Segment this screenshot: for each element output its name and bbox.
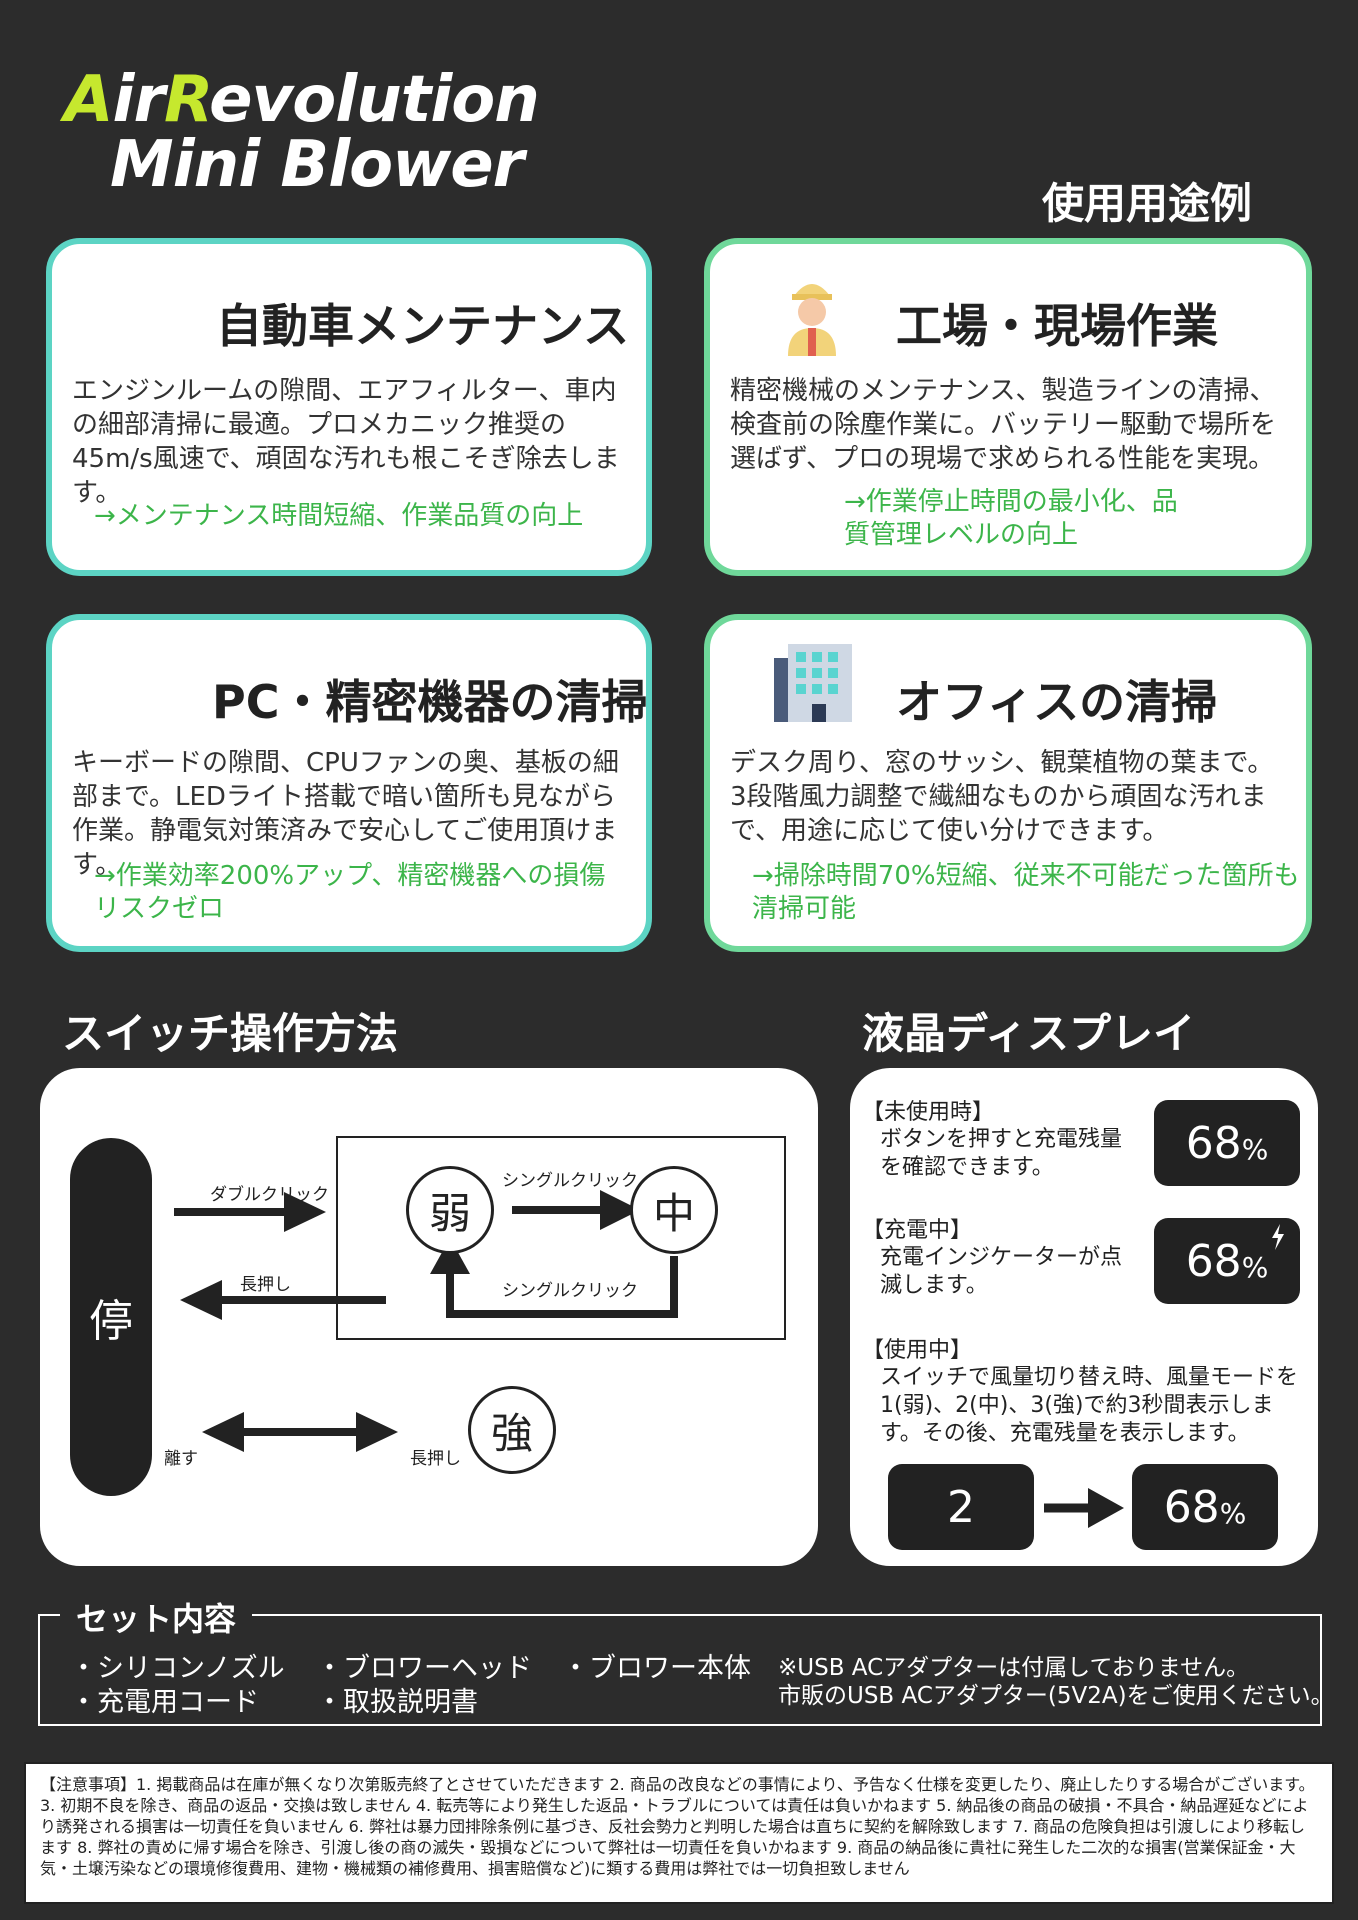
switch-arrows bbox=[174, 1190, 678, 1452]
lcd-value: 68 bbox=[1185, 1235, 1242, 1287]
card-factory-work: 工場・現場作業 精密機械のメンテナンス、製造ラインの清掃、検査前の除塵作業に。バ… bbox=[704, 238, 1312, 576]
lcd-percent: % bbox=[1241, 1132, 1269, 1166]
card-pc-cleaning: PC・精密機器の清掃 キーボードの隙間、CPUファンの奥、基板の細部まで。LED… bbox=[46, 614, 652, 952]
label-long-press-stop: 長押し bbox=[240, 1275, 291, 1295]
card-description: エンジンルームの隙間、エアフィルター、車内の細部清掃に最適。プロメカニック推奨の… bbox=[72, 376, 620, 508]
notice-terms: 【注意事項】1. 掲載商品は在庫が無くなり次第販売終了とさせていただきます 2.… bbox=[24, 1762, 1334, 1904]
mode-mid-node: 中 bbox=[630, 1166, 718, 1254]
brand-logo: AirRevolution Mini Blower bbox=[64, 68, 540, 202]
lcd-value: 68 bbox=[1163, 1481, 1220, 1533]
logo-letters-ir: ir bbox=[112, 63, 165, 137]
lcd-heading: 液晶ディスプレイ bbox=[862, 1009, 1196, 1058]
stop-pill: 停 bbox=[70, 1138, 152, 1496]
card-benefit: →メンテナンス時間短縮、作業品質の向上 bbox=[94, 501, 584, 531]
lcd-unused-text: ボタンを押すと充電残量を確認できます。 bbox=[880, 1127, 1123, 1180]
card-title: オフィスの清掃 bbox=[896, 675, 1218, 729]
mode-cycle-box bbox=[336, 1136, 786, 1340]
lcd-panel: 【未使用時】 ボタンを押すと充電残量を確認できます。 68% 【充電中】 充電イ… bbox=[850, 1068, 1318, 1566]
card-description: 精密機械のメンテナンス、製造ラインの清掃、検査前の除塵作業に。バッテリー駆動で場… bbox=[730, 376, 1277, 474]
card-title: PC・精密機器の清掃 bbox=[212, 675, 648, 729]
set-contents-box bbox=[38, 1614, 1322, 1726]
card-benefit: →掃除時間70%短縮、従来不可能だった箇所も清掃可能 bbox=[752, 861, 1300, 924]
label-long-press-strong: 長押し bbox=[410, 1449, 461, 1469]
usage-heading: 使用用途例 bbox=[1042, 179, 1253, 228]
set-item: ・取扱説明書 bbox=[316, 1687, 478, 1718]
lcd-charging-label: 【充電中】 bbox=[862, 1218, 973, 1243]
lcd-display-charging: 68% bbox=[1154, 1218, 1300, 1304]
lcd-inuse-text: スイッチで風量切り替え時、風量モードを1(弱)、2(中)、3(強)で約3秒間表示… bbox=[880, 1365, 1299, 1446]
logo-letters-evolution: evolution bbox=[209, 63, 540, 137]
mode-strong-node: 強 bbox=[468, 1386, 556, 1474]
card-office-cleaning: オフィスの清掃 デスク周り、窓のサッシ、観葉植物の葉まで。3段階風力調整で繊細な… bbox=[704, 614, 1312, 952]
worker-icon bbox=[772, 266, 852, 356]
set-item: ・ブロワーヘッド bbox=[316, 1653, 532, 1684]
lcd-percent: % bbox=[1241, 1250, 1269, 1284]
label-single-click-bottom: シングルクリック bbox=[502, 1281, 638, 1301]
office-building-icon bbox=[770, 640, 852, 722]
card-description: デスク周り、窓のサッシ、観葉植物の葉まで。3段階風力調整で繊細なものから頑固な汚… bbox=[730, 748, 1274, 846]
label-double-click: ダブルクリック bbox=[210, 1185, 329, 1205]
lightning-bolt-icon bbox=[1272, 1224, 1284, 1250]
switch-heading: スイッチ操作方法 bbox=[62, 1009, 399, 1058]
set-item: ・ブロワー本体 bbox=[562, 1653, 751, 1684]
label-single-click-top: シングルクリック bbox=[502, 1171, 638, 1191]
switch-diagram-panel: 停 弱 中 強 ダブルクリック シングルクリック シングルクリック 長押し 長押… bbox=[40, 1068, 818, 1566]
lcd-charging-text: 充電インジケーターが点滅します。 bbox=[880, 1245, 1123, 1298]
set-note-1: ※USB ACアダプターは付属しておりません。 bbox=[778, 1655, 1250, 1681]
lcd-display-battery: 68% bbox=[1132, 1464, 1278, 1550]
card-title: 自動車メンテナンス bbox=[216, 299, 630, 353]
set-item: ・充電用コード bbox=[70, 1687, 259, 1718]
card-benefit: →作業効率200%アップ、精密機器への損傷リスクゼロ bbox=[94, 861, 606, 924]
card-title: 工場・現場作業 bbox=[896, 299, 1218, 353]
lcd-percent: % bbox=[1219, 1496, 1247, 1530]
label-release: 離す bbox=[164, 1449, 198, 1469]
lcd-inuse-label: 【使用中】 bbox=[862, 1338, 973, 1363]
card-description: キーボードの隙間、CPUファンの奥、基板の細部まで。LEDライト搭載で暗い箇所も… bbox=[72, 748, 619, 880]
logo-letter-r: R bbox=[164, 63, 210, 137]
card-benefit: →作業停止時間の最小化、品質管理レベルの向上 bbox=[844, 487, 1178, 550]
lcd-display-mode: 2 bbox=[888, 1464, 1034, 1550]
arrow-right-icon bbox=[1044, 1488, 1124, 1528]
mode-weak-node: 弱 bbox=[406, 1166, 494, 1254]
set-contents-title: セット内容 bbox=[60, 1594, 253, 1640]
set-note-2: 市販のUSB ACアダプター(5V2A)をご使用ください。 bbox=[778, 1683, 1334, 1709]
lcd-unused-label: 【未使用時】 bbox=[862, 1100, 995, 1125]
lcd-value: 68 bbox=[1185, 1117, 1242, 1169]
logo-letter-a: A bbox=[64, 63, 114, 137]
lcd-display-unused: 68% bbox=[1154, 1100, 1300, 1186]
logo-line-2: Mini Blower bbox=[110, 128, 524, 202]
card-car-maintenance: 自動車メンテナンス エンジンルームの隙間、エアフィルター、車内の細部清掃に最適。… bbox=[46, 238, 652, 576]
set-item: ・シリコンノズル bbox=[70, 1653, 285, 1684]
